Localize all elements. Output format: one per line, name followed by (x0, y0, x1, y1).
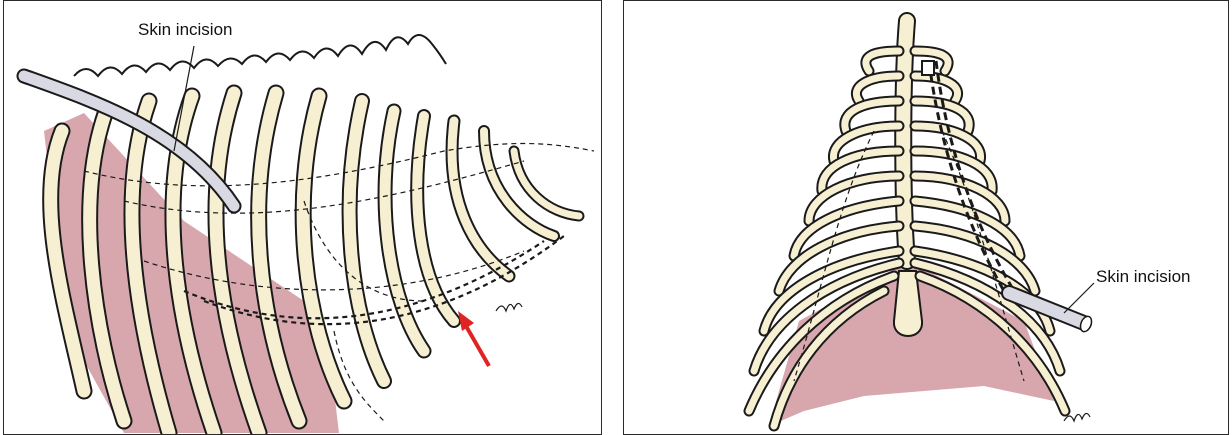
skin-incision-label-left: Skin incision (138, 20, 233, 40)
dorsal-ribcage-illustration (624, 1, 1229, 435)
right-dorsal-thorax-panel: Skin incision (623, 0, 1229, 435)
lateral-ribcage-illustration (4, 1, 602, 435)
label-leader-line (1064, 283, 1094, 313)
red-arrow-icon (458, 311, 489, 366)
tube-tip (922, 61, 934, 75)
artist-signature (496, 303, 522, 311)
spine-outline (74, 35, 446, 76)
skin-incision-label-right: Skin incision (1096, 267, 1191, 287)
left-lateral-thorax-panel: Skin incision (3, 0, 602, 435)
